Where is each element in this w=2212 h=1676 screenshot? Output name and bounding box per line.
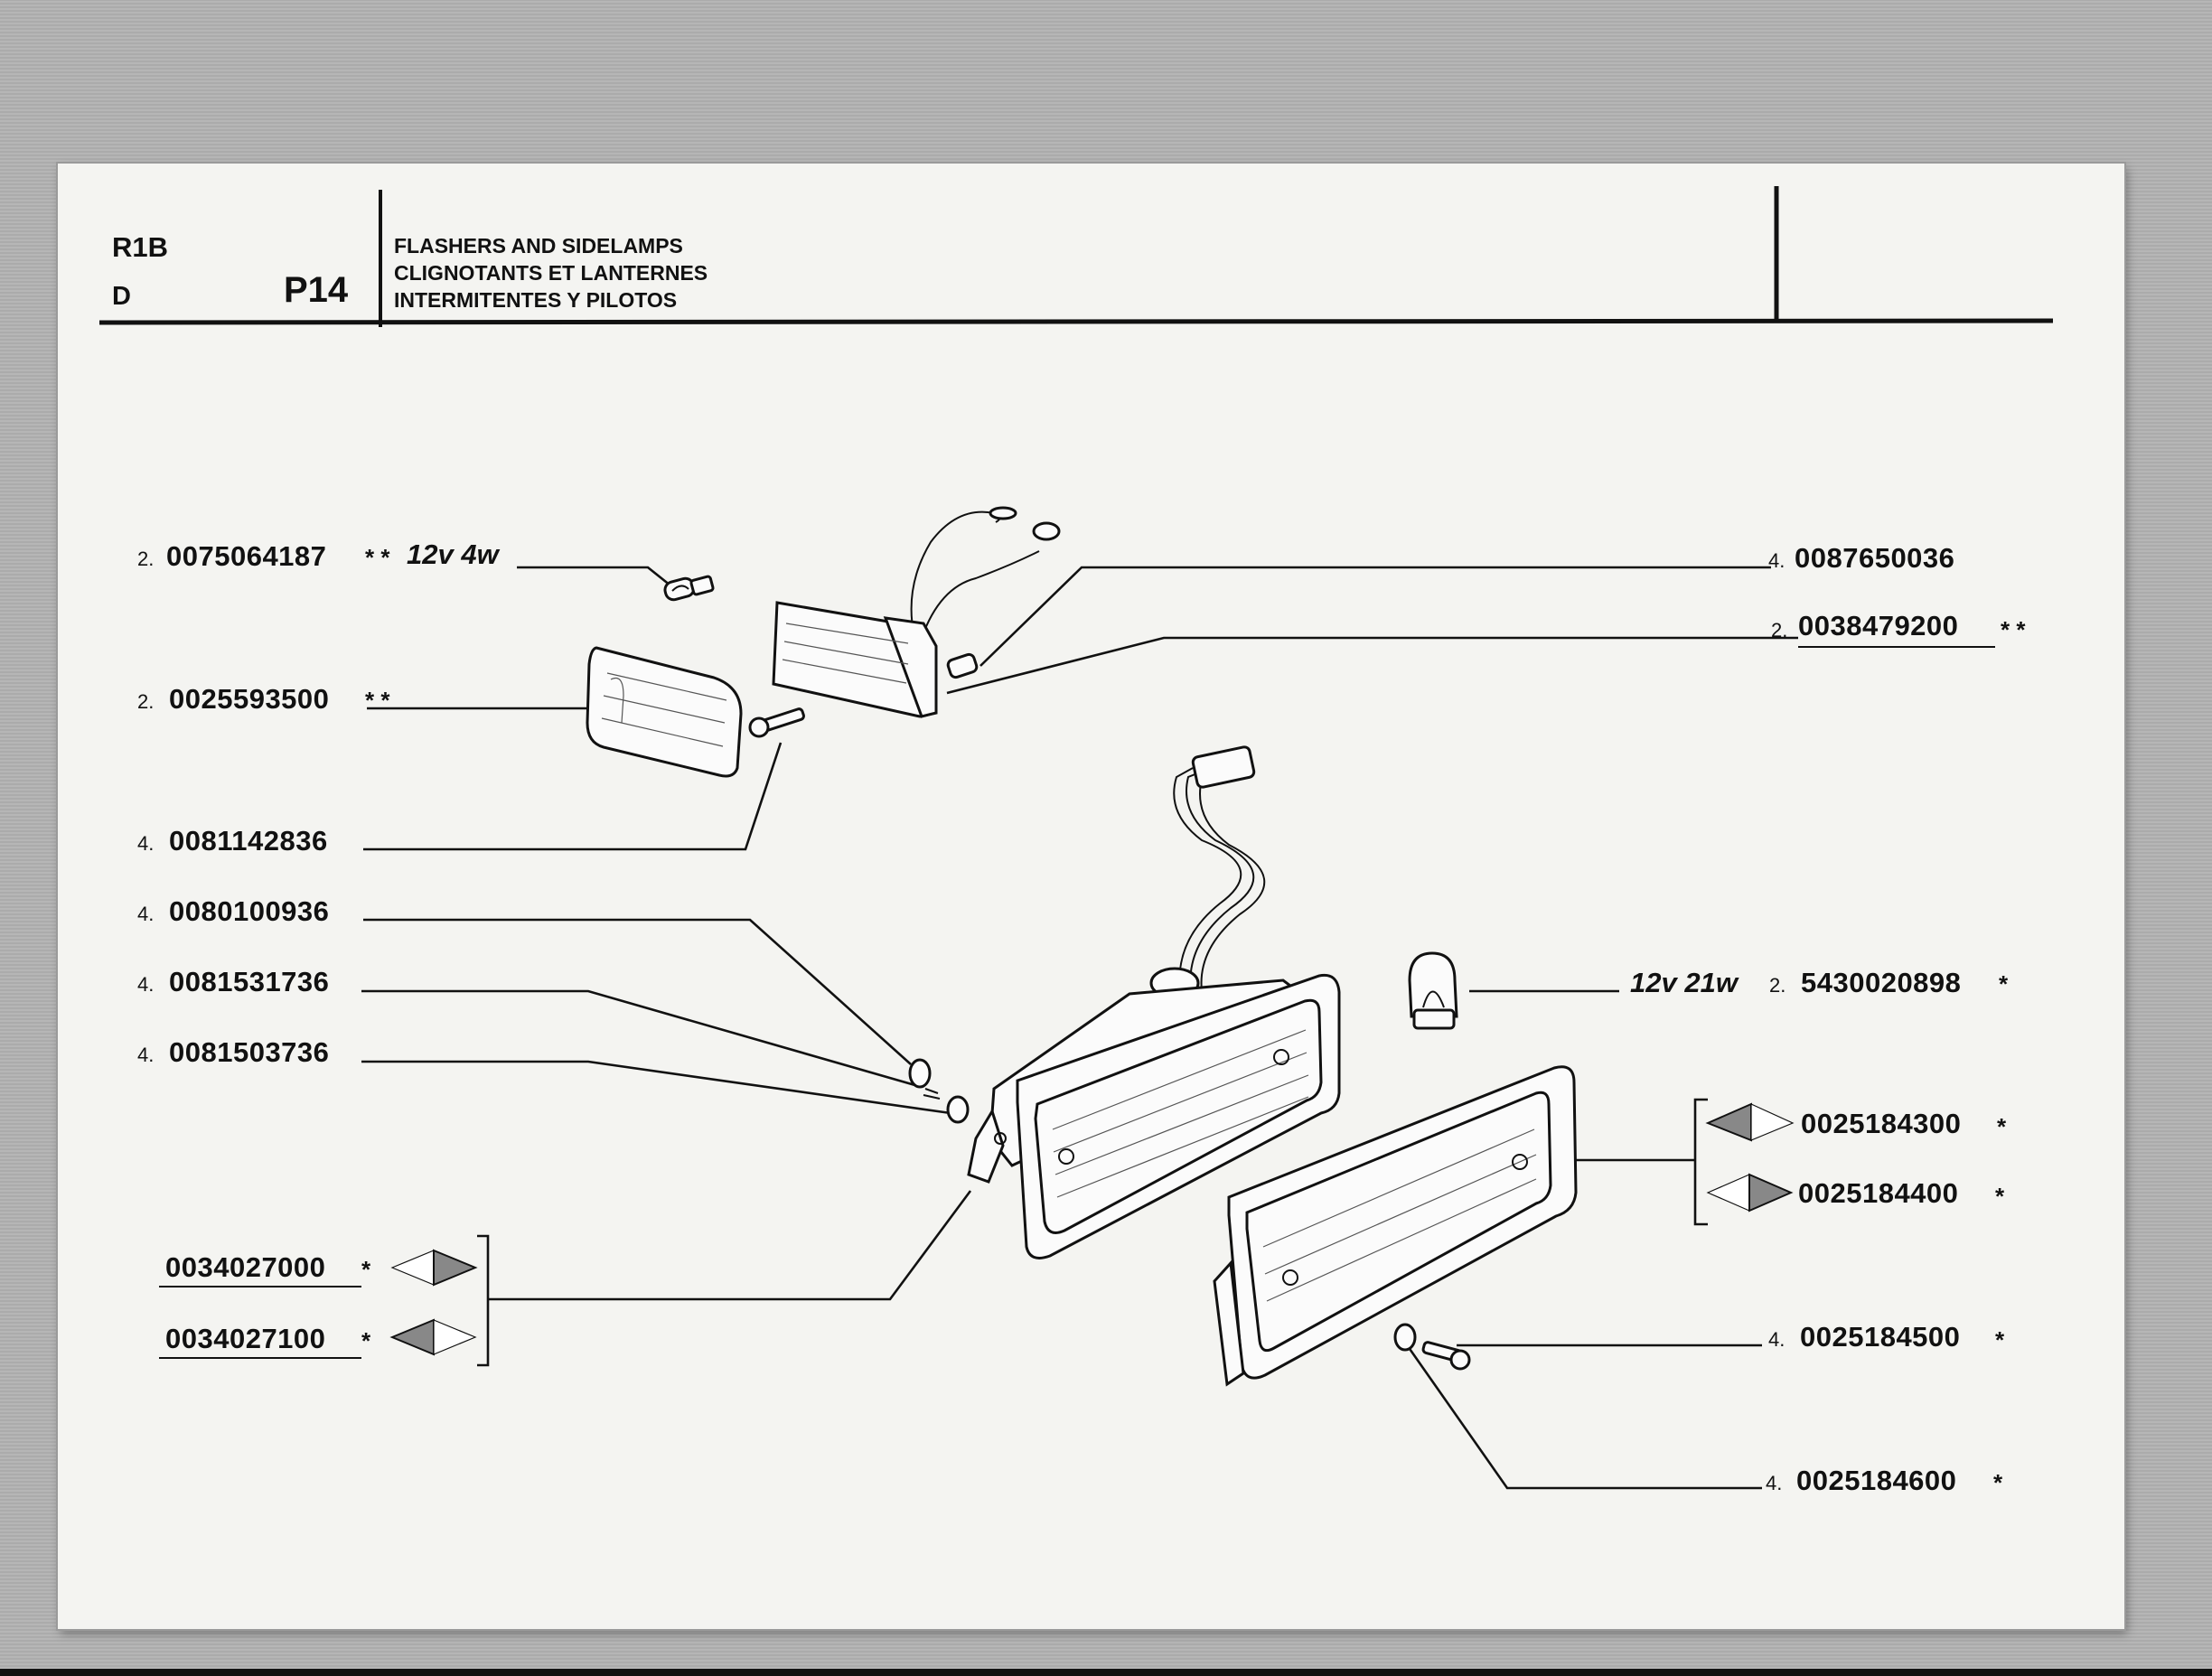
part-number: 0080100936 <box>169 895 329 927</box>
left-side-icon <box>389 1318 435 1356</box>
screw-washer-icon <box>1393 1323 1471 1371</box>
part-qty: 4. <box>1768 549 1785 572</box>
part-number: 0081142836 <box>169 825 328 857</box>
bulb-large-icon <box>1408 951 1458 1030</box>
screw-icon <box>748 707 805 738</box>
title-french: CLIGNOTANTS ET LANTERNES <box>394 261 708 285</box>
part-marks: * * <box>365 687 390 714</box>
part-row: 4. 0081142836 <box>137 825 328 857</box>
part-qty: 4. <box>137 973 154 996</box>
part-number: 0025184300 <box>1801 1108 1961 1139</box>
part-number: 0087650036 <box>1795 542 1954 574</box>
part-qty: 2. <box>1769 974 1786 997</box>
part-number: 0025184500 <box>1800 1321 1960 1353</box>
part-row: 0034027000 * <box>159 1251 371 1287</box>
page-number: P14 <box>284 270 349 310</box>
flasher-lamp-icon <box>967 745 1341 1259</box>
title-spanish: INTERMITENTES Y PILOTOS <box>394 288 677 312</box>
part-row: 0034027100 * <box>159 1323 371 1359</box>
title-english: FLASHERS AND SIDELAMPS <box>394 234 683 257</box>
model-code: R1B <box>112 231 168 263</box>
part-marks: * <box>361 1327 371 1354</box>
part-row: 2. 0038479200 * * <box>1771 610 2026 648</box>
part-marks: * * <box>365 544 390 571</box>
variant-code: D <box>112 282 131 311</box>
part-marks: * * <box>2001 616 2026 643</box>
part-row: 0025184400 * <box>1798 1177 2005 1210</box>
part-marks: * <box>1995 1183 2005 1210</box>
part-number: 0081503736 <box>169 1036 329 1068</box>
part-number: 0025593500 <box>169 683 329 715</box>
part-marks: * <box>1997 1113 2007 1140</box>
part-qty: 4. <box>1766 1472 1782 1494</box>
part-spec: 12v 4w <box>407 538 501 570</box>
bulb-small-icon <box>663 575 715 602</box>
part-number: 0081531736 <box>169 966 329 997</box>
part-row: 2. 0025593500 * * <box>137 683 390 715</box>
part-row: 4. 0087650036 <box>1768 542 1954 574</box>
sidelamp-housing-icon <box>772 506 1061 718</box>
part-row: 4. 0081503736 <box>137 1036 329 1068</box>
leader-lines <box>361 566 1798 1490</box>
part-qty: 4. <box>137 1044 154 1066</box>
part-number: 0025184400 <box>1798 1177 1958 1209</box>
left-side-icon <box>1705 1102 1752 1142</box>
part-spec: 12v 21w <box>1630 967 1739 998</box>
part-marks: * <box>1995 1326 2005 1353</box>
part-number: 0034027100 <box>165 1323 325 1354</box>
part-row: 12v 21w 2. 5430020898 * <box>1630 967 2009 998</box>
sidelamp-lens-icon <box>586 646 743 778</box>
part-marks: * <box>361 1256 371 1283</box>
scan-edge <box>0 1669 2212 1676</box>
part-number: 0075064187 <box>166 540 326 572</box>
part-row: 4. 0081531736 <box>137 966 329 997</box>
part-qty: 2. <box>137 690 154 713</box>
part-row: 2. 0075064187 * * 12v 4w <box>137 538 501 572</box>
part-marks: * <box>1993 1469 2003 1496</box>
header-rule <box>98 318 2054 325</box>
part-marks: * <box>1999 970 2009 997</box>
header-block: R1B D P14 FLASHERS AND SIDELAMPS CLIGNOT… <box>98 186 2054 327</box>
washer-nut-icon <box>908 1058 970 1124</box>
part-row: 4. 0025184500 * <box>1768 1321 2005 1353</box>
part-qty: 2. <box>137 548 154 570</box>
part-number: 0025184600 <box>1796 1465 1956 1496</box>
part-number: 0034027000 <box>165 1251 325 1283</box>
part-qty: 4. <box>137 903 154 925</box>
part-number: 0038479200 <box>1798 610 1958 641</box>
part-qty: 4. <box>137 832 154 855</box>
part-row: 0025184300 * <box>1801 1108 2007 1140</box>
side-indicator-icons <box>389 1102 1795 1356</box>
part-qty: 2. <box>1771 619 1787 641</box>
right-side-icon <box>433 1249 478 1287</box>
part-row: 4. 0025184600 * <box>1766 1465 2003 1496</box>
catalog-sheet <box>58 164 2124 1629</box>
part-number: 5430020898 <box>1801 967 1961 998</box>
flasher-lens-icon <box>1213 1065 1578 1387</box>
right-side-icon <box>1748 1173 1794 1213</box>
part-labels: 2. 0075064187 * * 12v 4w 4. 0087650036 2… <box>137 538 2026 1496</box>
part-row: 4. 0080100936 <box>137 895 329 927</box>
part-qty: 4. <box>1768 1328 1785 1351</box>
